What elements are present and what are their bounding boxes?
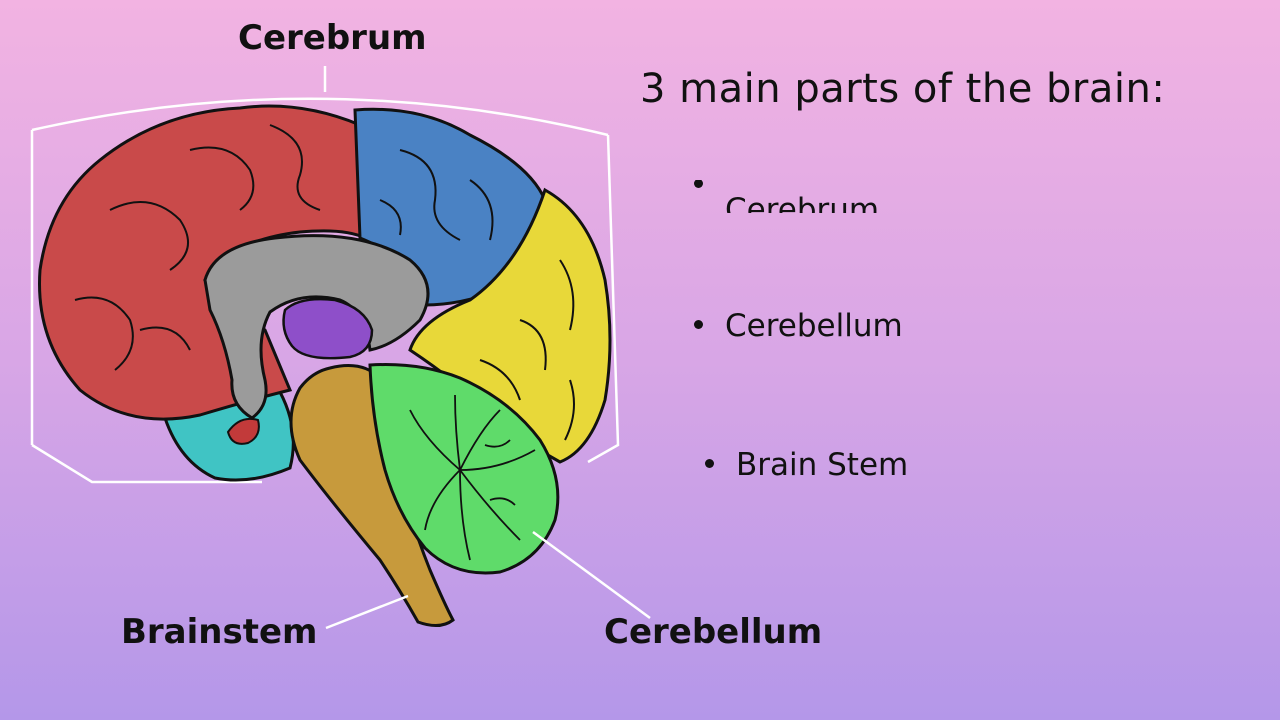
cerebellum — [368, 363, 560, 575]
bullet-text: Cerebellum — [725, 308, 903, 344]
bullet-dot — [705, 459, 714, 468]
thalamus — [282, 297, 374, 360]
cerebrum-bracket — [30, 66, 620, 484]
leader-lines — [325, 530, 651, 630]
cerebrum-label: Cerebrum — [238, 18, 427, 58]
bullet-item-cerebellum: Cerebellum — [694, 308, 903, 344]
bullet-dot — [694, 180, 703, 188]
brainstem-label: Brainstem — [121, 612, 318, 652]
bullet-text: Brain Stem — [736, 447, 909, 483]
cerebrum-folds — [74, 124, 575, 441]
slide-title: 3 main parts of the brain: — [640, 66, 1166, 112]
bullet-text: Cerebrum — [725, 192, 880, 213]
bullet-dot — [694, 320, 703, 329]
cerebellum-folds — [409, 394, 536, 561]
cerebellum-label: Cerebellum — [604, 612, 823, 652]
bullet-item-brain-stem: Brain Stem — [705, 447, 908, 483]
bullet-item-cerebrum: Cerebrum — [694, 180, 879, 213]
hypothalamus — [226, 417, 260, 445]
